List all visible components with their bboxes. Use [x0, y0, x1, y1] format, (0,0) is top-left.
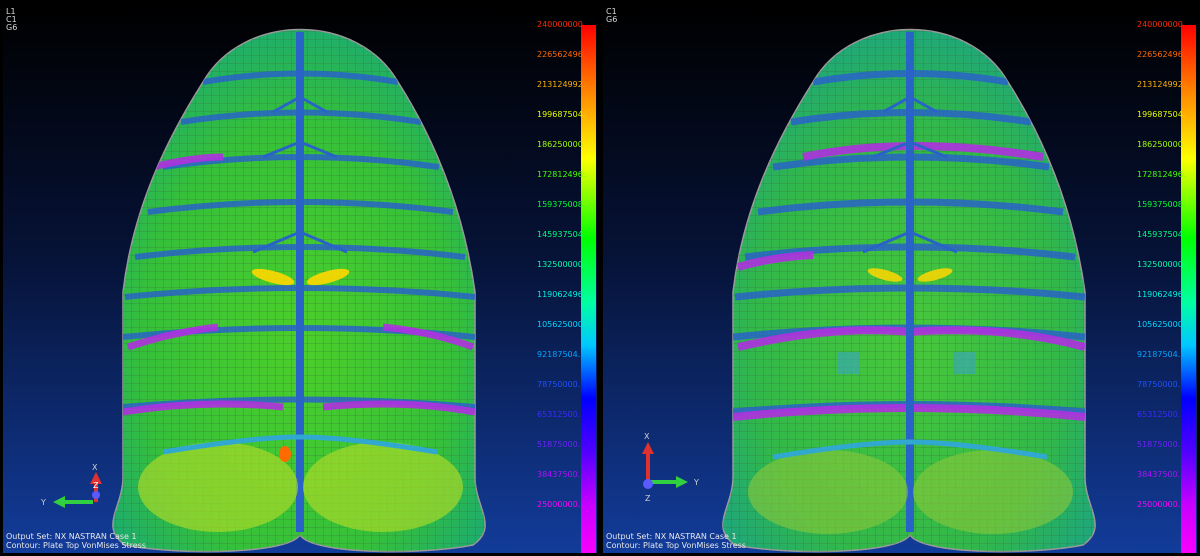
view-header: C1 G6 [606, 7, 618, 24]
legend-label: 132500000. [537, 260, 586, 269]
legend-label: 159375008. [1137, 200, 1186, 209]
legend-label: 199687504. [537, 110, 586, 119]
axis-triad-left: X Y Z [40, 463, 102, 508]
legend-label: 240000000. [537, 20, 586, 29]
left-viewport[interactable]: L1 C1 G6 X Y Z Output Set: NX NASTRAN Ca… [3, 7, 597, 553]
legend-label: 65312500. [537, 410, 581, 419]
y-axis-label: Y [40, 498, 46, 507]
legend-label: 145937504. [1137, 230, 1186, 239]
output-info: Output Set: NX NASTRAN Case 1 Contour: P… [6, 532, 146, 550]
legend-label: 25000000. [1137, 500, 1181, 509]
legend-label: 65312500. [1137, 410, 1181, 419]
legend-label: 226562496. [537, 50, 586, 59]
z-axis-label: Z [645, 494, 651, 503]
right-viewport[interactable]: C1 G6 X Y Z Output Set: NX NASTRAN Case … [603, 7, 1197, 553]
legend-label: 92187504. [537, 350, 581, 359]
legend-label: 172812496. [1137, 170, 1186, 179]
output-set-text: Output Set: NX NASTRAN Case 1 [6, 532, 137, 541]
legend-label: 213124992. [1137, 80, 1186, 89]
legend-label: 78750000. [1137, 380, 1181, 389]
legend-label: 105625000. [537, 320, 586, 329]
legend-label: 199687504. [1137, 110, 1186, 119]
x-axis-arrowhead [90, 472, 102, 484]
output-info: Output Set: NX NASTRAN Case 1 Contour: P… [606, 532, 746, 550]
y-axis-label: Y [693, 478, 699, 487]
legend-label: 159375008. [537, 200, 586, 209]
z-axis-marker [643, 479, 653, 489]
y-axis-arrowhead [676, 476, 688, 488]
legend-label: 186250000. [537, 140, 586, 149]
legend-label: 172812496. [537, 170, 586, 179]
legend-label: 119062496. [1137, 290, 1186, 299]
contour-text: Contour: Plate Top VonMises Stress [6, 541, 146, 550]
x-axis-label: X [644, 432, 650, 441]
legend-label: 51875000. [537, 440, 581, 449]
legend-label: 38437500. [1137, 470, 1181, 479]
legend-label: 105625000. [1137, 320, 1186, 329]
legend-label: 186250000. [1137, 140, 1186, 149]
z-axis-label: Z [93, 481, 99, 490]
legend-label: 25000000. [537, 500, 581, 509]
shell-left [112, 28, 486, 553]
fe-model-left [112, 28, 486, 553]
legend-label: 226562496. [1137, 50, 1186, 59]
fe-model-right [722, 28, 1096, 553]
color-legend-bar [581, 25, 596, 553]
z-axis-marker [92, 491, 100, 499]
shell-right [722, 28, 1096, 553]
x-axis-arrowhead [642, 442, 654, 454]
output-set-text: Output Set: NX NASTRAN Case 1 [606, 532, 737, 541]
legend-label: 132500000. [1137, 260, 1186, 269]
legend-label: 145937504. [537, 230, 586, 239]
legend-label: 38437500. [537, 470, 581, 479]
legend-label: 213124992. [537, 80, 586, 89]
y-axis-arrowhead [53, 496, 65, 508]
color-legend-bar [1181, 25, 1196, 553]
legend-label: 78750000. [537, 380, 581, 389]
x-axis-label: X [92, 463, 98, 472]
axis-triad-right: X Y Z [642, 432, 699, 503]
legend-label: 240000000. [1137, 20, 1186, 29]
view-header: L1 C1 G6 [6, 7, 18, 32]
contour-text: Contour: Plate Top VonMises Stress [606, 541, 746, 550]
legend-label: 51875000. [1137, 440, 1181, 449]
legend-label: 92187504. [1137, 350, 1181, 359]
legend-label: 119062496. [537, 290, 586, 299]
